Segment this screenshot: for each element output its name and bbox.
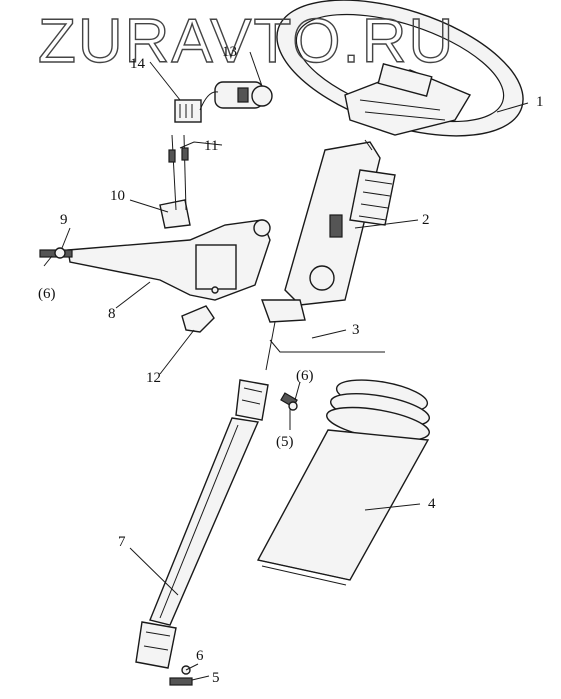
callout-4: 4 (428, 496, 436, 512)
callout-1: 1 (536, 94, 544, 110)
column-boot (256, 379, 431, 586)
intermediate-shaft (135, 379, 269, 669)
steering-shaft (265, 139, 373, 371)
clip-part (159, 199, 191, 229)
leader-lines (43, 51, 529, 681)
column-housing (261, 141, 396, 323)
callout-13: 13 (222, 44, 237, 60)
mounting-bracket (67, 219, 271, 301)
bolt-mid (280, 392, 298, 411)
callout-2: 2 (422, 212, 430, 228)
cover-part (181, 305, 215, 333)
callout-10: 10 (110, 188, 125, 204)
callout-9: 9 (60, 212, 68, 228)
callout-6-left: (6) (38, 286, 56, 302)
callout-6-mid: (6) (296, 368, 314, 384)
callout-5-mid: (5) (276, 434, 294, 450)
callout-5-bottom: 5 (212, 670, 220, 686)
callout-6-bottom: 6 (196, 648, 204, 664)
callout-7: 7 (118, 534, 126, 550)
bolt-left (39, 247, 73, 259)
callout-3: 3 (352, 322, 360, 338)
watermark-text: ZURAVTO.RU (38, 7, 455, 76)
callout-14: 14 (130, 56, 146, 72)
callout-12: 12 (146, 370, 161, 386)
wire-pair (168, 134, 189, 211)
steering-wheel (276, 0, 524, 137)
switch-connector (174, 91, 219, 123)
callout-8: 8 (108, 306, 116, 322)
callout-11: 11 (204, 138, 218, 154)
ignition-switch (214, 81, 273, 109)
